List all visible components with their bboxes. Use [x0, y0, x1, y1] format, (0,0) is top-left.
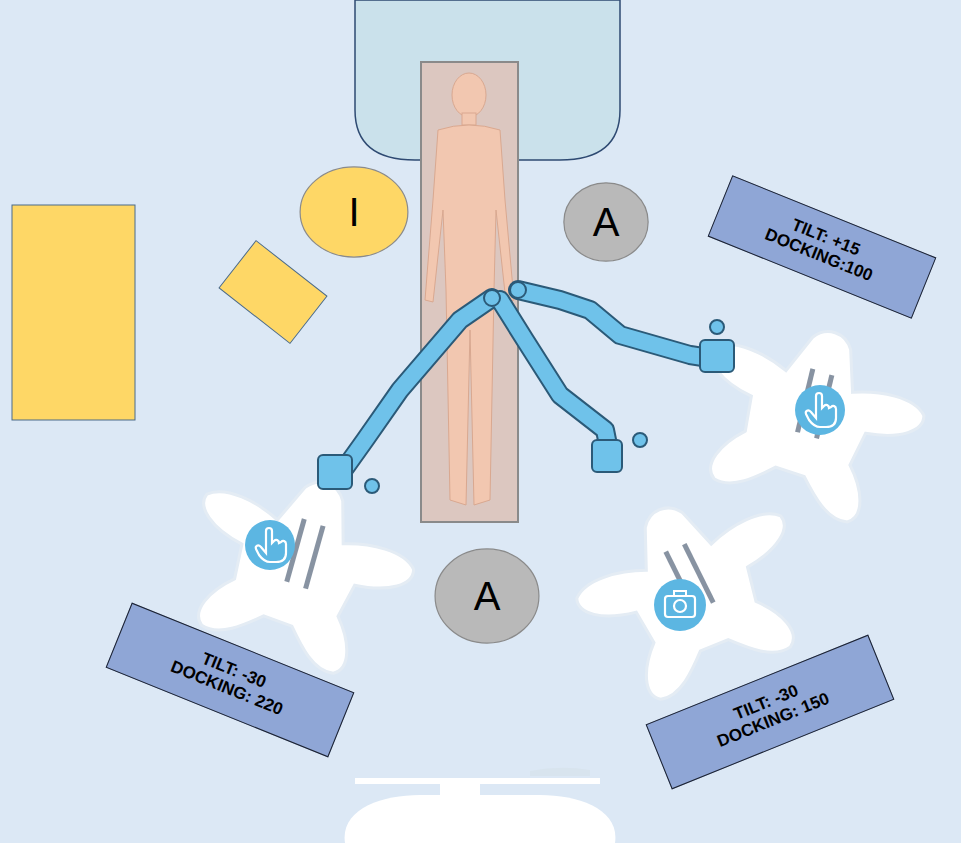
instrument-icon	[795, 385, 845, 435]
camera-icon	[654, 579, 706, 631]
surgeon-console	[355, 778, 600, 784]
role-letter: A	[593, 200, 620, 245]
surgeon-console	[530, 768, 590, 776]
instrument-table	[12, 205, 135, 420]
surgeon-console	[345, 795, 616, 843]
scrub-nurse-circle: I	[299, 166, 409, 258]
mayo-stand	[219, 241, 327, 344]
assistant-circle: A	[434, 548, 540, 644]
role-letter: A	[474, 574, 501, 619]
assistant-circle: A	[563, 182, 649, 262]
patient	[425, 73, 514, 505]
instrument-icon	[245, 520, 295, 570]
surgeon-console	[440, 784, 480, 798]
role-letter: I	[348, 190, 359, 235]
robot-cart	[675, 298, 940, 535]
robot-arms	[318, 282, 734, 493]
